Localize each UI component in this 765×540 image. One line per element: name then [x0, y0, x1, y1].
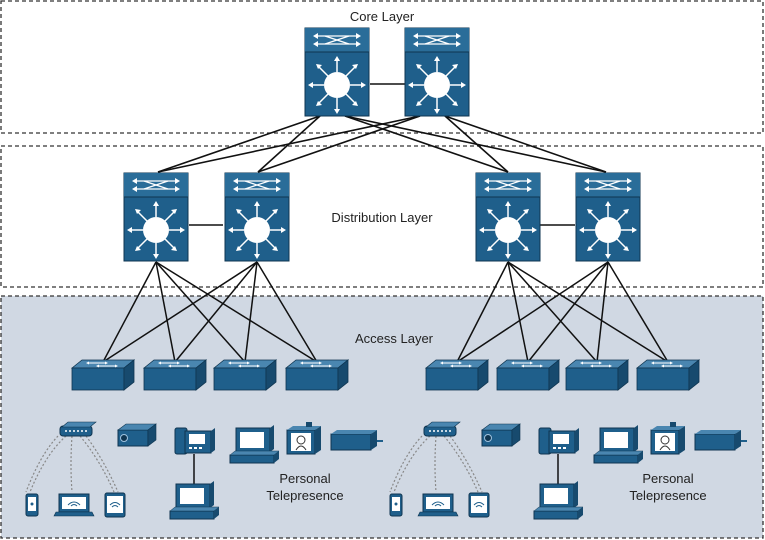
codec-icon: [694, 429, 748, 451]
distribution-layer-label: Distribution Layer: [331, 210, 433, 225]
ip-camera-icon: [481, 423, 521, 447]
distribution-switch-4: [575, 172, 641, 262]
access-layer-label: Access Layer: [355, 331, 434, 346]
pc-icon: [533, 480, 584, 520]
access-switch-1: [71, 359, 135, 391]
laptop-icon: [53, 493, 95, 517]
core-switch-1: [304, 27, 370, 117]
tablet-icon: [468, 492, 490, 518]
distribution-switch-1: [123, 172, 189, 262]
distribution-switch-2: [224, 172, 290, 262]
access-switch-4: [285, 359, 349, 391]
telepresence-label-line1: Personal: [642, 471, 693, 486]
access-point-icon: [423, 421, 461, 437]
distribution-switch-3: [475, 172, 541, 262]
video-phone-icon: [286, 421, 322, 455]
ip-phone-icon: [538, 427, 580, 455]
core-layer-label: Core Layer: [350, 9, 415, 24]
smartphone-icon: [25, 493, 39, 517]
access-switch-3: [213, 359, 277, 391]
video-phone-icon: [650, 421, 686, 455]
core-distribution-links: [157, 83, 607, 226]
wireless-links: [25, 435, 119, 493]
telepresence-label-line1: Personal: [279, 471, 330, 486]
ip-camera-icon: [117, 423, 157, 447]
core-switch-2: [404, 27, 470, 117]
endpoint-group-left: Personal Telepresence: [25, 421, 384, 520]
smartphone-icon: [389, 493, 403, 517]
telepresence-label-line2: Telepresence: [629, 488, 706, 503]
access-layer-box: [0, 295, 764, 539]
desktop-pc-icon: [593, 424, 644, 464]
access-point-icon: [59, 421, 97, 437]
distribution-access-links: [102, 261, 669, 363]
access-switch-6: [496, 359, 560, 391]
laptop-icon: [417, 493, 459, 517]
access-switch-5: [425, 359, 489, 391]
desktop-pc-icon: [229, 424, 280, 464]
endpoint-group-right: Personal Telepresence: [389, 421, 748, 520]
codec-icon: [330, 429, 384, 451]
telepresence-label-line2: Telepresence: [266, 488, 343, 503]
access-switch-2: [143, 359, 207, 391]
ip-phone-icon: [174, 427, 216, 455]
core-layer-box: [0, 0, 764, 134]
access-switch-7: [565, 359, 629, 391]
access-switch-8: [636, 359, 700, 391]
tablet-icon: [104, 492, 126, 518]
wireless-links: [389, 435, 483, 493]
pc-icon: [169, 480, 220, 520]
